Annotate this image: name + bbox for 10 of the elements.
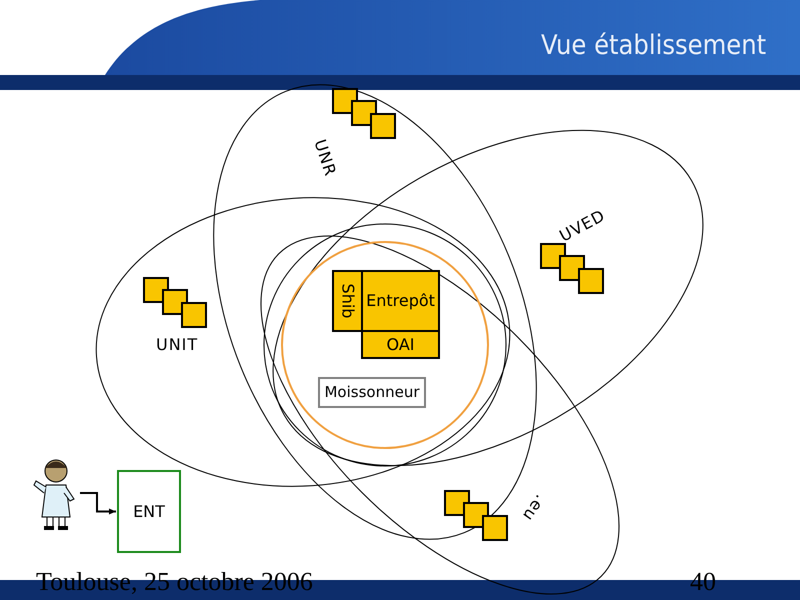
slide-title: Vue établissement: [540, 30, 766, 61]
region-label: UNIT: [156, 337, 198, 353]
module-box: OAI: [361, 330, 440, 359]
process-box: Moissonneur: [318, 377, 426, 408]
module-box: Entrepôt: [361, 270, 440, 332]
region-label: .eu: [519, 492, 549, 524]
region-label: UNR: [311, 138, 338, 178]
module-box: Shib: [332, 270, 363, 332]
process-box: ENT: [117, 470, 181, 553]
arrow: [80, 492, 116, 514]
